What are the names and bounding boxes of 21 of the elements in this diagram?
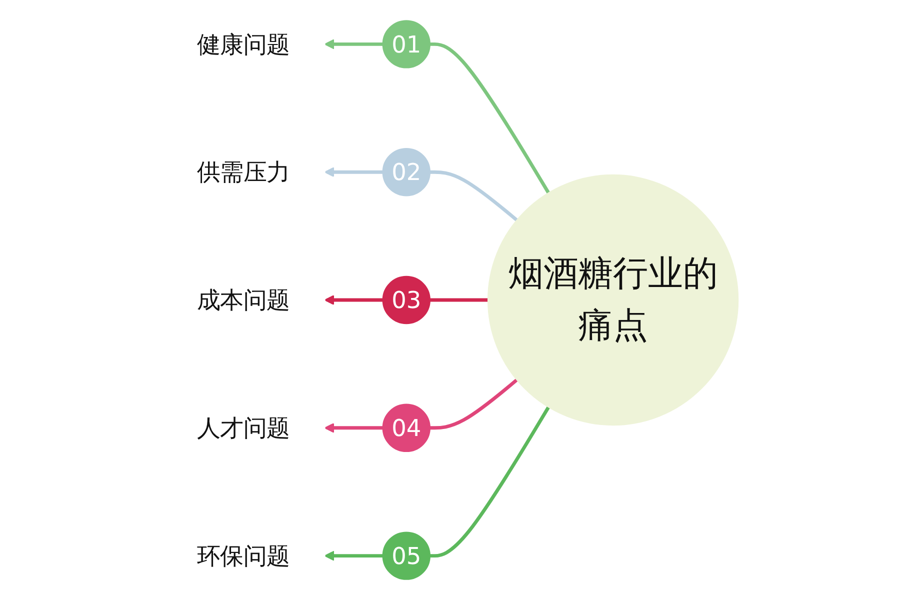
arrow: [324, 294, 383, 306]
connector: [430, 170, 518, 222]
node-text: 环保问题: [196, 542, 290, 570]
connector: [430, 298, 488, 302]
arrow: [324, 166, 383, 178]
node-text: 成本问题: [196, 286, 290, 314]
connector: [430, 42, 550, 194]
node-circle: 03: [382, 276, 430, 324]
node-circle: 01: [382, 20, 430, 68]
node-circle: 04: [382, 404, 430, 452]
connector: [430, 378, 518, 430]
arrow: [324, 550, 383, 561]
arrow: [324, 39, 383, 50]
node-circle: 02: [382, 148, 430, 196]
connector: [430, 406, 550, 558]
node-text: 健康问题: [196, 30, 290, 58]
node-text: 人才问题: [196, 414, 290, 442]
node-circle: 烟酒糖行业的痛点: [487, 174, 739, 426]
arrow: [324, 422, 383, 434]
node-text: 供需压力: [196, 158, 290, 186]
node-circle: 05: [382, 532, 430, 580]
